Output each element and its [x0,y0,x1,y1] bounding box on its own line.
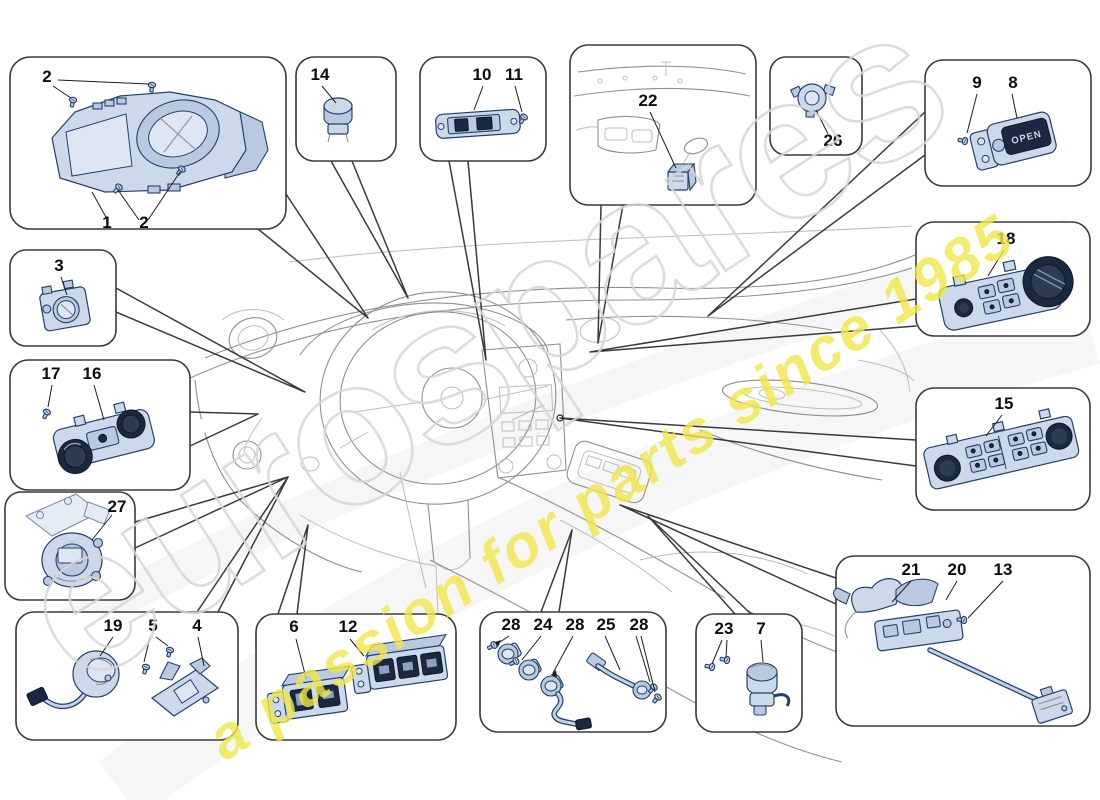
part-climate-panel [923,408,1080,490]
callout-box-climate-panel: 15 [556,387,1091,511]
callout-3: 3 [54,256,63,275]
callout-23: 23 [715,619,734,638]
callout-25: 25 [597,615,616,634]
part-valve-unit [703,654,791,716]
callout-box-roof-connector: 22 [569,44,757,344]
callout-box-actuator: 27 [4,476,289,601]
part-instrument-cluster [51,81,269,196]
callout-20: 20 [948,560,967,579]
callout-box-sensor-and-bracket: 19 5 4 [15,476,289,741]
callout-13: 13 [994,560,1013,579]
callout-box-valve-unit: 23 7 [647,515,803,733]
callout-box-light-switch: 17 16 [9,359,259,491]
part-roof-connector [666,162,697,192]
part-rotary-control [938,256,1074,331]
callout-7: 7 [756,619,765,638]
headliner-sketch [573,61,751,170]
part-push-button [323,97,353,143]
callout-27: 27 [108,497,127,516]
callout-28-a: 28 [502,615,521,634]
callout-10: 10 [473,65,492,84]
callout-24: 24 [534,615,553,634]
background-gloss [31,217,1100,800]
callout-box-gang-switches: 6 12 [255,524,457,741]
callout-6: 6 [289,617,298,636]
part-actuator-motor [25,493,111,588]
callout-box-handle-mechanism: 21 20 13 [619,504,1091,727]
callout-18: 18 [997,229,1016,248]
callout-box-harnesses: 28 24 28 25 28 [479,529,667,733]
callout-1: 1 [102,213,111,232]
part-two-gang-switch [266,665,352,724]
part-round-sensor [789,83,836,118]
callout-box-switch-panel: 10 11 [419,56,547,361]
callout-box-instrument-cluster: 2 1 2 [9,56,369,319]
part-switch-panel [435,108,521,139]
part-light-switch [40,401,155,474]
callout-28-c: 28 [630,615,649,634]
callout-11: 11 [505,65,523,84]
cluster-screen [65,113,133,177]
callout-5: 5 [148,616,157,635]
callout-22: 22 [639,91,658,110]
callout-17: 17 [42,364,61,383]
part-handle-mechanism [832,578,1073,724]
callout-2-bottom: 2 [139,213,148,232]
part-ignition-switch [39,279,91,332]
callout-box-rotary-control: 18 [589,221,1091,353]
callout-4: 4 [192,616,202,635]
callout-8: 8 [1008,73,1017,92]
part-open-button: OPEN [956,111,1057,171]
callout-28-b: 28 [566,615,585,634]
callout-9: 9 [972,73,981,92]
callout-14: 14 [311,65,330,84]
part-bracket-switch [140,645,220,717]
callout-12: 12 [339,617,358,636]
part-sensor-with-cable [26,650,120,709]
callout-26: 26 [824,131,843,150]
callout-box-round-sensor: 26 [769,56,863,156]
part-switch-harness [485,639,592,731]
callout-box-push-button: 14 [295,56,409,299]
callout-15: 15 [995,394,1014,413]
callout-19: 19 [104,616,123,635]
callout-2-top: 2 [42,67,51,86]
callout-16: 16 [83,364,102,383]
dashboard-sketch [189,225,916,763]
callout-21: 21 [902,560,921,579]
callout-box-open-button: OPEN 9 8 [707,59,1092,317]
part-three-gang-switch [351,634,449,695]
callout-box-ignition-switch: 3 [9,249,306,393]
part-wiring-harness [586,652,664,706]
